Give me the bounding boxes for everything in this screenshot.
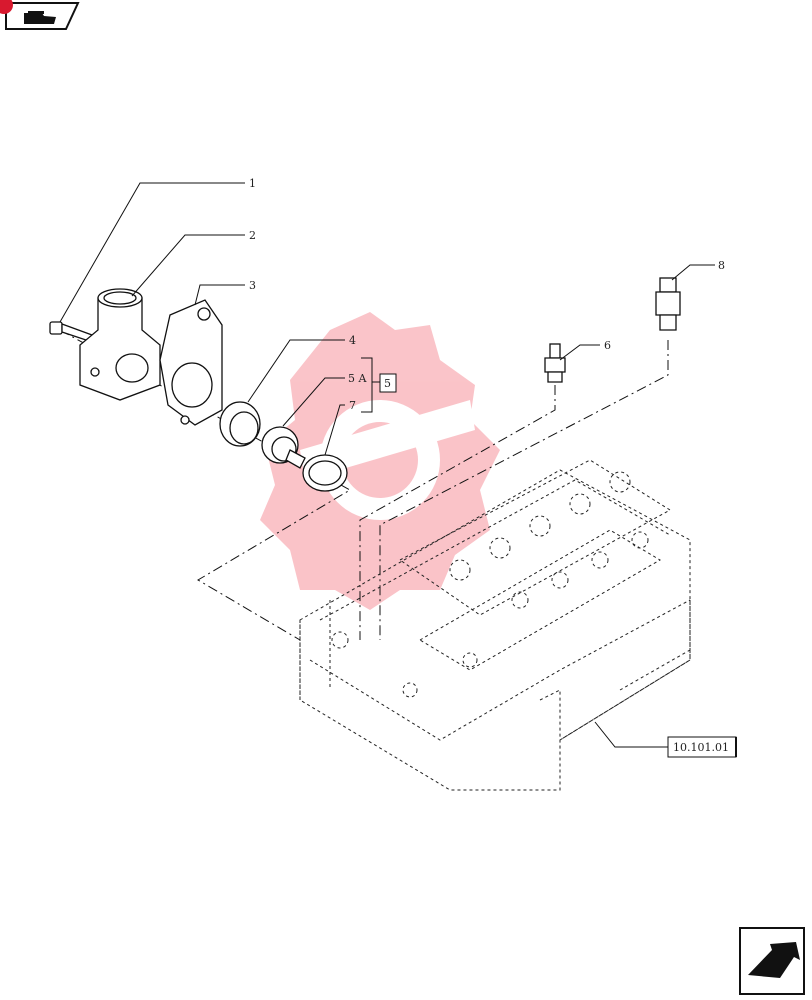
part-4-ring [219, 401, 261, 447]
callout-1: 1 [249, 177, 256, 190]
red-badge [0, 0, 13, 14]
callout-2: 2 [249, 229, 256, 242]
group-label-5: 5 [379, 373, 397, 393]
svg-text:5: 5 [384, 377, 391, 390]
part-2-thermostat-housing [79, 288, 161, 401]
reference-code: 10.101.01 [673, 741, 729, 754]
callout-labels: 1 2 3 4 5 A 7 6 8 [249, 177, 725, 412]
next-page-arrow-icon[interactable] [739, 927, 805, 995]
callout-7: 7 [349, 399, 356, 412]
callout-4: 4 [349, 334, 356, 347]
part-3-gasket [159, 299, 223, 426]
part-7-seal [302, 454, 348, 492]
part-5a-thermostat [261, 426, 306, 469]
engine-cylinder-head [299, 459, 691, 791]
leader-lines [59, 182, 715, 748]
callout-5a: 5 A [348, 372, 367, 385]
book-nav-icon[interactable] [5, 1, 80, 30]
callout-3: 3 [249, 279, 256, 292]
callout-6: 6 [604, 339, 611, 352]
callout-8: 8 [718, 259, 725, 272]
part-8-sensor [655, 277, 681, 331]
part-1-bolt [49, 321, 93, 343]
watermark-logo [260, 312, 500, 610]
reference-link-box[interactable]: 10.101.01 [667, 736, 737, 758]
part-6-fitting [544, 343, 566, 383]
